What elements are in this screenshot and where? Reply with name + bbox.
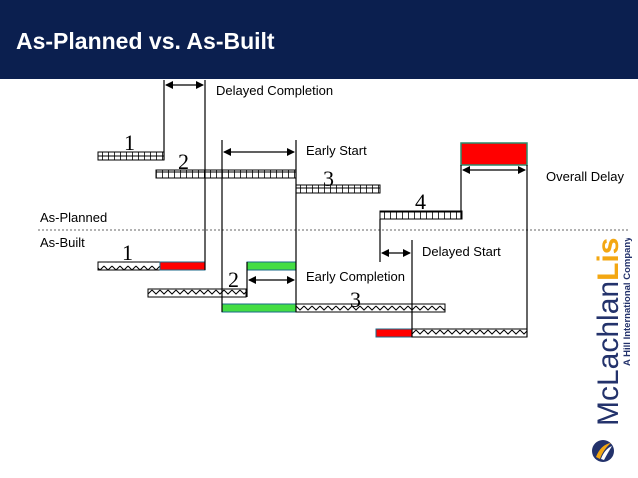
planned-bar-4 <box>379 210 463 220</box>
as-built-label: As-Built <box>40 235 85 250</box>
company-logo: McLachlanLister A Hill International Com… <box>592 238 633 462</box>
logo-lachlan: Lachlan <box>592 281 625 386</box>
delayed-start-label: Delayed Start <box>422 244 501 259</box>
logo-mc: Mc <box>592 386 625 426</box>
schedule-diagram: 1 2 3 4 As-Planned As-Built 1 2 3 Delaye… <box>38 80 628 338</box>
planned-number-4: 4 <box>415 189 426 214</box>
reference-lines <box>163 80 528 337</box>
built-bar-3 <box>295 303 446 313</box>
planned-bar-3 <box>295 184 381 194</box>
planned-bar-2 <box>155 169 297 179</box>
built-bar-4-delay <box>375 328 413 338</box>
logo-lister: Lister <box>592 238 625 281</box>
delayed-completion-label: Delayed Completion <box>216 83 333 98</box>
built-number-3: 3 <box>350 287 361 312</box>
early-start-label: Early Start <box>306 143 367 158</box>
planned-number-2: 2 <box>178 149 189 174</box>
built-number-2: 2 <box>228 267 239 292</box>
svg-text:McLachlanLister: McLachlanLister <box>592 238 625 426</box>
slide-title: As-Planned vs. As-Built <box>16 28 275 54</box>
built-bar-4 <box>411 328 528 338</box>
slide-header: As-Planned vs. As-Built <box>0 0 638 79</box>
early-completion-label: Early Completion <box>306 269 405 284</box>
overall-delay-label: Overall Delay <box>546 169 625 184</box>
built-bar-2-early <box>246 261 297 271</box>
planned-number-1: 1 <box>124 130 135 155</box>
overall-delay-block <box>460 142 528 166</box>
built-bar-3-early <box>221 303 297 313</box>
dimension-arrows <box>165 81 526 284</box>
built-number-1: 1 <box>122 240 133 265</box>
logo-tagline: A Hill International Company <box>622 238 633 366</box>
as-planned-label: As-Planned <box>40 210 107 225</box>
built-bar-2 <box>147 288 247 298</box>
built-bar-1-delay <box>159 261 206 271</box>
planned-number-3: 3 <box>323 166 334 191</box>
logo-emblem-icon <box>592 440 614 462</box>
